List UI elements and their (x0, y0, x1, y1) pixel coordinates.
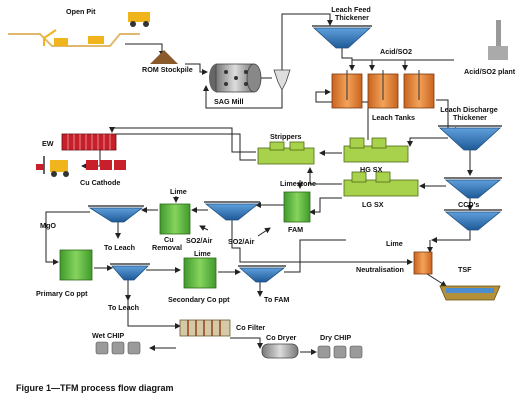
rom-stockpile-icon (150, 50, 178, 64)
sag-mill-icon (209, 63, 262, 93)
ew-cells-icon (61, 133, 117, 151)
label-dry-chip: Dry CHIP (320, 333, 351, 342)
label-leach-discharge-thickener-2: Thickener (453, 113, 487, 122)
secondary-co-ppt-tank-icon (183, 257, 217, 289)
cu-cathode-icon (86, 160, 126, 170)
lg-sx-icon (343, 171, 419, 197)
leach-discharge-thickener-icon (438, 125, 502, 151)
label-acid-so2: Acid/SO2 (380, 47, 412, 56)
label-co-dryer: Co Dryer (266, 333, 297, 342)
neutralisation-tank-icon (413, 251, 433, 275)
forklift-icon (36, 156, 69, 177)
label-leach-feed-thickener-2: Thickener (335, 13, 369, 22)
label-open-pit: Open Pit (66, 7, 96, 16)
hg-sx-icon (343, 137, 409, 163)
label-leach-feed-thickener-1: Leach Feed (331, 5, 371, 14)
label-leach-feed-thickener: Leach Feed Thickener (331, 5, 373, 22)
label-secondary-co-ppt: Secondary Co ppt (168, 295, 230, 304)
label-neutralisation: Neutralisation (356, 265, 404, 274)
leach-feed-thickener-icon (312, 25, 372, 49)
label-tsf: TSF (458, 265, 472, 274)
label-lime-right: Lime (386, 239, 403, 248)
dry-chip-bags-icon (317, 345, 363, 359)
acid-plant-icon (488, 20, 508, 60)
left-thickener-icon (88, 205, 144, 223)
co-thickener-icon (238, 265, 286, 283)
label-cu-cathode: Cu Cathode (80, 178, 120, 187)
label-cu-removal: Cu Removal (152, 235, 182, 252)
cyclone-icon (273, 69, 291, 91)
label-so2-air-1: SO2/Air (186, 236, 213, 245)
fam-tank-icon (283, 191, 311, 223)
label-to-leach-2: To Leach (108, 303, 139, 312)
figure-caption: Figure 1—TFM process flow diagram (16, 383, 174, 393)
label-so2-air-2: SO2/Air (228, 237, 255, 246)
label-ccds: CCD's (458, 200, 479, 209)
cu-removal-tank-icon (159, 203, 191, 235)
label-ew: EW (42, 139, 54, 148)
fam-thickener-icon (204, 201, 260, 221)
label-acid-so2-plant: Acid/SO2 plant (464, 67, 516, 76)
mid-thickener-icon (110, 263, 150, 281)
label-rom-stockpile: ROM Stockpile (142, 65, 193, 74)
label-leach-discharge-thickener: Leach Discharge Thickener (440, 105, 500, 122)
label-hg-sx: HG SX (360, 165, 383, 174)
label-leach-discharge-thickener-1: Leach Discharge (440, 105, 498, 114)
pit-outline (8, 33, 140, 47)
label-cu-removal-2: Removal (152, 243, 182, 252)
label-wet-chip: Wet CHIP (92, 331, 124, 340)
pit-truck-icon (88, 36, 104, 44)
strippers-icon (257, 141, 315, 165)
label-mgo: MgO (40, 221, 56, 230)
co-dryer-icon (261, 343, 299, 359)
label-strippers: Strippers (270, 132, 302, 141)
label-to-leach-1: To Leach (104, 243, 135, 252)
label-lime-mid: Lime (194, 249, 211, 258)
haul-truck-icon (128, 12, 150, 22)
flow-lines (45, 13, 473, 355)
primary-co-ppt-tank-icon (59, 249, 93, 281)
excavator-body (54, 38, 68, 46)
wet-chip-bags-icon (95, 341, 141, 355)
ccd-thickeners-icon (444, 177, 502, 231)
excavator-icon (43, 29, 57, 46)
label-lime-top: Lime (170, 187, 187, 196)
labels: Open Pit ROM Stockpile SAG Mill Leach Fe… (36, 5, 516, 342)
label-to-fam: To FAM (264, 295, 289, 304)
label-limestone: Limestone (280, 179, 316, 188)
label-fam: FAM (288, 225, 303, 234)
label-leach-tanks: Leach Tanks (372, 113, 415, 122)
label-co-filter: Co Filter (236, 323, 265, 332)
label-lg-sx: LG SX (362, 200, 384, 209)
co-filter-icon (179, 319, 231, 337)
label-sag-mill: SAG Mill (214, 97, 244, 106)
label-cu-removal-1: Cu (164, 235, 174, 244)
open-pit-group (8, 12, 150, 47)
tsf-water (446, 288, 494, 293)
label-primary-co-ppt: Primary Co ppt (36, 289, 88, 298)
leach-tanks-group (331, 70, 435, 109)
